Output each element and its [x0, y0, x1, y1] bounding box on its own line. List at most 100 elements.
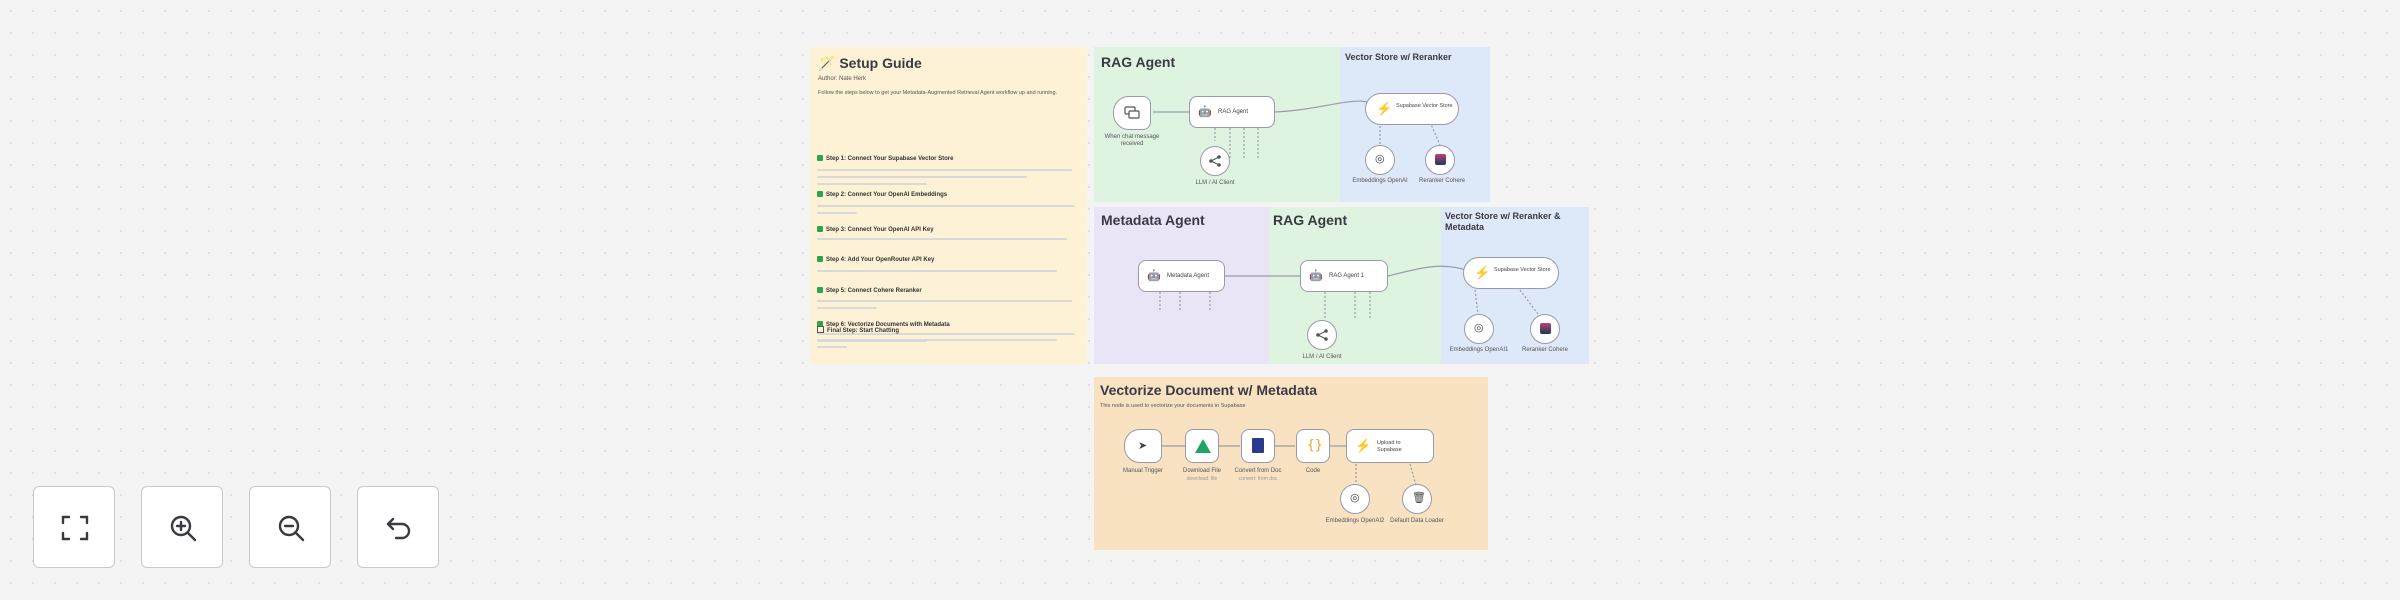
check-icon: [817, 155, 823, 161]
metadata-agent-node[interactable]: 🤖 Metadata Agent: [1138, 260, 1225, 292]
text-line: [817, 333, 1075, 335]
metadata-agent-panel-title: Metadata Agent: [1101, 212, 1205, 228]
setup-step-5-label: Step 5: Connect Cohere Reranker: [826, 288, 922, 294]
code-label: Code: [1305, 468, 1321, 474]
text-line: [817, 339, 1057, 341]
chat-trigger-node[interactable]: [1113, 96, 1151, 130]
fit-view-button[interactable]: [33, 486, 115, 568]
supabase-icon: ⚡: [1376, 101, 1393, 116]
vectorize-panel[interactable]: Vectorize Document w/ Metadata This node…: [1094, 377, 1488, 550]
check-icon: [817, 226, 823, 232]
convert-from-doc-sublabel: convert: from doc: [1238, 476, 1278, 482]
setup-step-3: Step 3: Connect Your OpenAI API Key: [817, 226, 934, 233]
setup-step-6-label: Step 6: Vectorize Documents with Metadat…: [826, 322, 950, 328]
setup-step-final-label: Final Step: Start Chatting: [827, 328, 899, 334]
vectorize-panel-title: Vectorize Document w/ Metadata: [1100, 382, 1318, 398]
data-loader-node[interactable]: 🗑: [1402, 484, 1432, 514]
check-icon: [817, 287, 823, 293]
supabase-icon: ⚡: [1355, 438, 1372, 453]
cursor-icon: ➤: [1138, 440, 1148, 452]
robot-icon: 🤖: [1198, 106, 1212, 118]
embeddings-node[interactable]: ◎: [1365, 145, 1395, 175]
vector-store-metadata-panel-title: Vector Store w/ Reranker & Metadata: [1445, 211, 1561, 232]
setup-step-4-label: Step 4: Add Your OpenRouter API Key: [826, 257, 935, 263]
document-icon: [1252, 438, 1264, 453]
rag-agent-panel-title: RAG Agent: [1101, 54, 1176, 70]
chat-model-label: LLM / AI Client: [1195, 180, 1235, 186]
embeddings-2-node[interactable]: ◎: [1464, 314, 1494, 344]
trash-icon: 🗑: [1412, 492, 1426, 504]
download-file-sublabel: download: file: [1186, 476, 1218, 482]
embeddings-3-label: Embeddings OpenAI2: [1325, 518, 1385, 524]
vector-store-panel-title: Vector Store w/ Reranker: [1345, 52, 1452, 62]
setup-step-final: Final Step: Start Chatting: [817, 326, 899, 334]
text-line: [817, 300, 1072, 302]
setup-guide-author: Author: Nate Herk: [818, 76, 867, 82]
embeddings-3-node[interactable]: ◎: [1340, 484, 1370, 514]
robot-icon: 🤖: [1309, 270, 1323, 282]
zoom-in-icon: [170, 515, 197, 542]
openai-icon: ◎: [1474, 322, 1484, 334]
setup-step-4: Step 4: Add Your OpenRouter API Key: [817, 256, 934, 263]
reranker-2-node[interactable]: [1530, 314, 1560, 344]
cohere-icon: [1435, 154, 1446, 165]
zoom-out-icon: [278, 515, 305, 542]
chat-trigger-label: When chat message received: [1104, 134, 1160, 147]
zoom-in-button[interactable]: [141, 486, 223, 568]
text-line: [817, 340, 927, 342]
robot-icon: 🤖: [1147, 270, 1161, 282]
text-line: [817, 307, 877, 309]
reranker-label: Reranker Cohere: [1418, 178, 1466, 184]
reranker-node[interactable]: [1425, 145, 1455, 175]
fullscreen-icon: [61, 515, 89, 541]
reranker-2-label: Reranker Cohere: [1521, 347, 1569, 353]
chat-icon: [1124, 106, 1140, 119]
convert-from-doc-label: Convert from Doc: [1234, 468, 1282, 474]
rag-agent-node-label: RAG Agent: [1218, 109, 1249, 115]
download-file-label: Download File: [1182, 468, 1222, 474]
setup-step-3-label: Step 3: Connect Your OpenAI API Key: [826, 227, 934, 233]
rag-agent-node[interactable]: 🤖 RAG Agent: [1189, 96, 1275, 128]
supabase-icon: ⚡: [1474, 265, 1491, 280]
manual-trigger-node[interactable]: ➤: [1124, 429, 1162, 463]
setup-step-1: Step 1: Connect Your Supabase Vector Sto…: [817, 155, 953, 162]
supabase-vector-store-2-label: Supabase Vector Store: [1494, 267, 1551, 273]
text-line: [817, 238, 1067, 240]
rag-agent-1-node[interactable]: 🤖 RAG Agent 1: [1300, 260, 1388, 292]
chat-model-2-label: LLM / AI Client: [1302, 354, 1342, 360]
share-icon: [1316, 329, 1328, 341]
setup-step-6: Step 6: Vectorize Documents with Metadat…: [817, 321, 950, 328]
text-line: [817, 346, 847, 348]
embeddings-label: Embeddings OpenAI: [1352, 178, 1408, 184]
vector-store-metadata-panel[interactable]: Vector Store w/ Reranker & Metadata: [1441, 207, 1589, 364]
cohere-icon: [1540, 323, 1551, 334]
text-line: [817, 270, 1057, 272]
chat-model-node[interactable]: [1200, 146, 1230, 176]
undo-button[interactable]: [357, 486, 439, 568]
setup-step-5: Step 5: Connect Cohere Reranker: [817, 287, 922, 294]
text-line: [817, 169, 1072, 171]
supabase-vector-store-node[interactable]: ⚡ Supabase Vector Store: [1365, 93, 1459, 125]
download-file-node[interactable]: [1185, 429, 1219, 463]
rag-agent-panel-2-title: RAG Agent: [1273, 212, 1348, 228]
supabase-vector-store-label: Supabase Vector Store: [1396, 103, 1453, 109]
text-line: [817, 176, 1027, 178]
code-node[interactable]: {}: [1296, 429, 1330, 463]
setup-step-2: Step 2: Connect Your OpenAI Embeddings: [817, 191, 947, 198]
setup-step-2-label: Step 2: Connect Your OpenAI Embeddings: [826, 192, 948, 198]
vectorize-panel-subtitle: This node is used to vectorize your docu…: [1100, 403, 1246, 409]
text-line: [817, 205, 1075, 207]
rag-agent-1-node-label: RAG Agent 1: [1329, 273, 1365, 279]
code-icon: {}: [1307, 438, 1323, 453]
upload-supabase-node[interactable]: ⚡ Upload to Supabase: [1346, 429, 1434, 463]
check-icon: [817, 256, 823, 262]
text-line: [817, 183, 927, 185]
check-icon: [817, 321, 823, 327]
manual-trigger-label: Manual Trigger: [1122, 468, 1164, 474]
convert-from-doc-node[interactable]: [1241, 429, 1275, 463]
zoom-out-button[interactable]: [249, 486, 331, 568]
chat-model-2-node[interactable]: [1307, 320, 1337, 350]
supabase-vector-store-2-node[interactable]: ⚡ Supabase Vector Store: [1463, 257, 1559, 289]
text-line: [817, 212, 857, 214]
